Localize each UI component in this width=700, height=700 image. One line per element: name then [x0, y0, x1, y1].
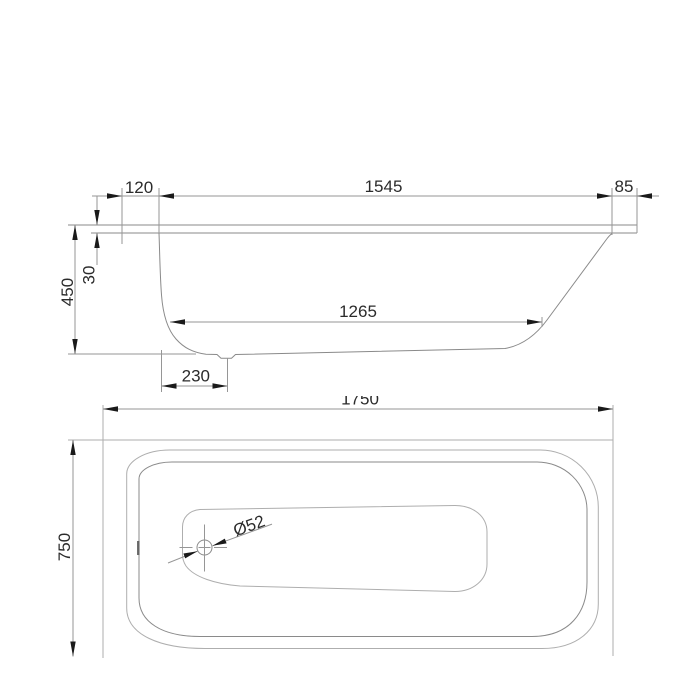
dim-text-120: 120: [125, 178, 153, 197]
tub-profile: [158, 232, 613, 359]
plan-rim: [126, 449, 599, 649]
dim-text-1750: 1750: [341, 390, 379, 409]
arrowhead: [70, 440, 76, 455]
drain: [179, 524, 227, 572]
dim-1750: 1750: [103, 390, 613, 412]
arrowhead: [597, 193, 612, 199]
arrowhead: [72, 339, 78, 354]
dim-text-450: 450: [58, 278, 77, 306]
rim-inner-line: [138, 461, 588, 637]
dim-1265: 1265: [170, 302, 543, 327]
basin-outline: [182, 504, 488, 593]
arrowhead: [527, 319, 542, 325]
dim-30: 30: [80, 196, 100, 284]
arrowhead: [637, 193, 652, 199]
arrowhead: [72, 225, 78, 240]
arrowhead: [70, 641, 76, 657]
arrowhead: [94, 233, 100, 248]
arrowhead: [212, 383, 228, 389]
plan-view: Ø52 1750 750: [55, 390, 614, 658]
dim-text-85: 85: [615, 177, 634, 196]
dim-text-1265: 1265: [339, 302, 377, 321]
arrowhead: [94, 210, 100, 225]
dim-450: 450: [58, 225, 196, 355]
arrowhead: [598, 406, 613, 412]
arrowhead: [107, 193, 122, 199]
side-view: 120 1545 85 450 30 1265: [58, 177, 659, 392]
dim-text-30: 30: [80, 266, 99, 285]
side-tub-outline: [68, 224, 637, 359]
plan-deck-outline: [68, 405, 614, 658]
dim-750: 750: [55, 440, 76, 657]
dim-chain-top: 120 1545 85: [92, 177, 659, 244]
arrowhead: [103, 406, 118, 412]
arrowhead: [170, 319, 185, 325]
dim-230: 230: [161, 350, 228, 392]
arrowhead: [212, 538, 227, 546]
dim-text-1545: 1545: [365, 177, 403, 196]
rim-outer-line: [126, 449, 599, 649]
arrowhead: [183, 551, 198, 559]
arrowhead: [159, 193, 174, 199]
arrowhead: [161, 383, 177, 389]
dim-text-750: 750: [55, 533, 74, 561]
dim-text-230: 230: [182, 367, 210, 386]
